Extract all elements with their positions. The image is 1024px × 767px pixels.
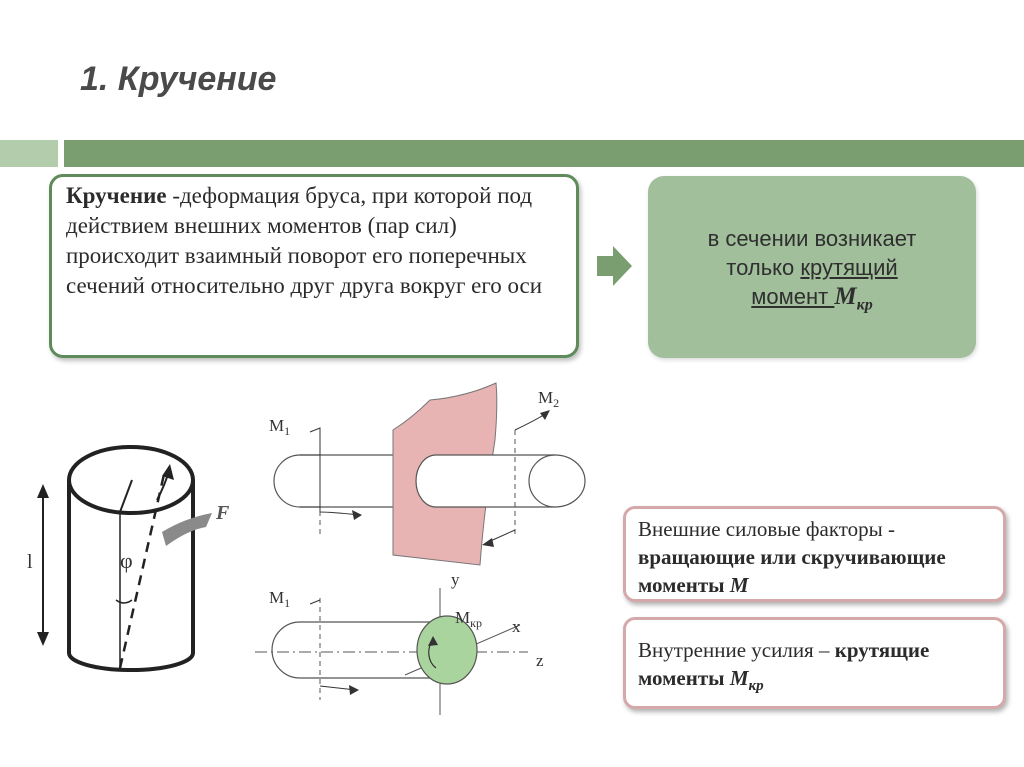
slide-title: 1. Кручение xyxy=(80,60,277,98)
axis-x-label: x xyxy=(512,617,521,636)
m2-label: M2 xyxy=(538,388,559,410)
arrow-right-icon xyxy=(597,246,632,286)
header-band-accent xyxy=(0,140,58,167)
definition-term: Кручение xyxy=(66,183,167,208)
moment-symbol: M xyxy=(834,283,857,310)
internal-forces-box: Внутренние усилия – крутящие моменты Mкр xyxy=(623,617,1006,709)
length-label: l xyxy=(27,551,33,573)
force-label: F xyxy=(215,502,230,524)
definition-box: Кручение -деформация бруса, при которой … xyxy=(49,174,579,358)
m1-top-label: M1 xyxy=(269,416,290,438)
external-factors-box: Внешние силовые факторы - вращающие или … xyxy=(623,506,1006,602)
result-line-3: момент Mкр xyxy=(751,283,873,314)
torsion-diagram: F φ l M1 M2 M1 Mк xyxy=(27,382,586,715)
result-keyword: крутящий xyxy=(800,255,898,280)
twisted-cylinder xyxy=(67,445,212,672)
result-line-1: в сечении возникает xyxy=(707,226,917,251)
moment-subscript: кр xyxy=(856,296,873,314)
definition-text: -деформация бруса, при которой под дейст… xyxy=(66,183,543,298)
mkr-label: Mкр xyxy=(455,608,482,630)
header-band xyxy=(64,140,1024,167)
m1-bottom-label: M1 xyxy=(269,588,290,610)
axis-z-label: z xyxy=(536,651,544,670)
result-box: в сечении возникает только крутящий моме… xyxy=(648,176,976,358)
angle-label: φ xyxy=(120,548,133,573)
cross-section-diagram xyxy=(255,588,528,715)
axis-y-label: y xyxy=(451,570,460,589)
bar-with-section-diagram xyxy=(273,382,586,566)
length-dimension xyxy=(37,484,49,646)
result-line-2: только крутящий xyxy=(726,255,898,280)
